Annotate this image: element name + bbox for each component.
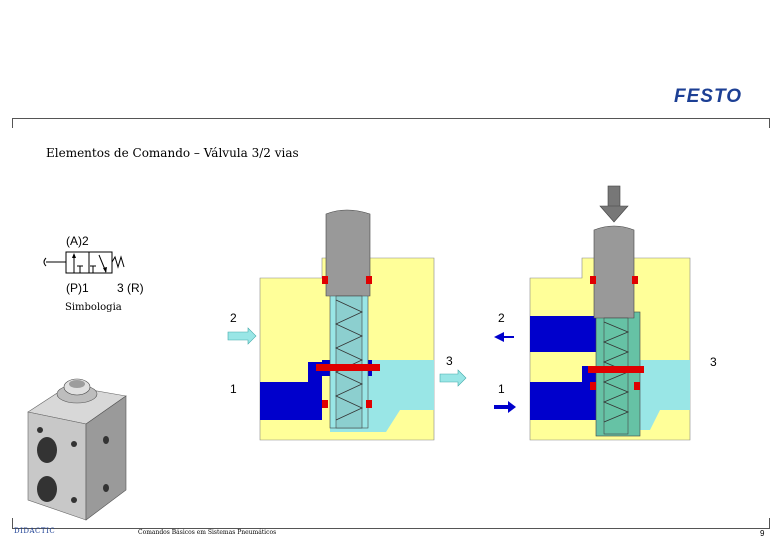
- left-valve-port-2: 2: [230, 311, 237, 325]
- footer-brand: DIDACTIC: [14, 527, 56, 535]
- frame-bottom-line: [12, 528, 770, 529]
- frame-corner-bottom-right: [769, 518, 770, 528]
- left-valve-port-1: 1: [230, 382, 237, 396]
- festo-logo: FESTO: [674, 86, 742, 107]
- page-number: 9: [760, 529, 765, 538]
- symbol-port-a-label: (A)2: [66, 234, 89, 248]
- left-valve-port-3: 3: [446, 354, 453, 368]
- page-title: Elementos de Comando – Válvula 3/2 vias: [46, 146, 299, 160]
- force-arrow-icon: [599, 185, 629, 223]
- frame-corner-right: [769, 118, 770, 128]
- right-valve-port-2: 2: [498, 311, 505, 325]
- frame-top-line: [12, 118, 770, 119]
- right-valve-port-1: 1: [498, 382, 505, 396]
- symbol-port-p-label: (P)1: [66, 281, 89, 295]
- pushbutton-actuator-icon: [43, 257, 66, 267]
- frame-corner-left: [12, 118, 13, 128]
- symbol-caption: Simbologia: [65, 302, 122, 313]
- right-valve-port-3: 3: [710, 355, 717, 369]
- frame-corner-bottom-left: [12, 518, 13, 528]
- spring-icon: [111, 255, 125, 269]
- symbol-port-r-label: 3 (R): [117, 281, 144, 295]
- footer-course-title: Comandos Básicos em Sistemas Pneumáticos: [138, 529, 277, 536]
